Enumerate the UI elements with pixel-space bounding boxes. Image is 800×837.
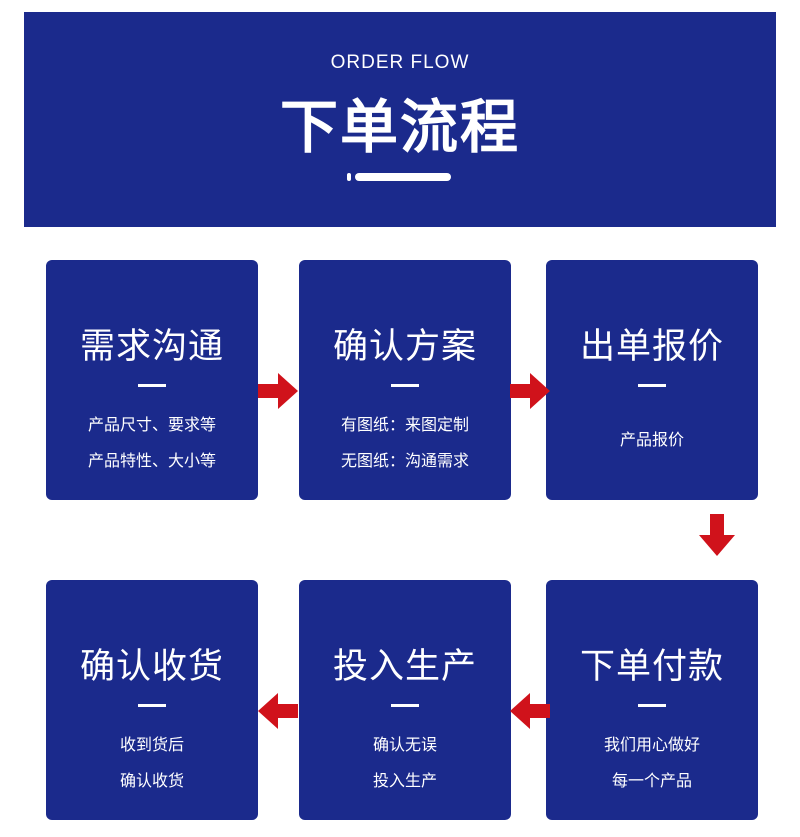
step-divider: [638, 384, 666, 387]
header-subtitle: ORDER FLOW: [330, 52, 470, 73]
step-card-1: 需求沟通 产品尺寸、要求等 产品特性、大小等: [46, 260, 258, 500]
arrow-right-icon: [258, 373, 298, 409]
step-title: 确认方案: [332, 327, 477, 367]
step-card-6: 确认收货 收到货后 确认收货: [46, 580, 258, 820]
step-desc-line: 收到货后: [119, 735, 184, 754]
step-card-4: 下单付款 我们用心做好 每一个产品: [546, 580, 758, 820]
step-divider: [138, 384, 166, 387]
step-divider: [391, 384, 419, 387]
step-title: 投入生产: [332, 647, 477, 687]
step-desc-line: 无图纸：沟通需求: [340, 451, 469, 470]
arrow-left-icon: [510, 693, 550, 729]
header-banner: ORDER FLOW 下单流程: [24, 12, 776, 227]
step-title: 确认收货: [79, 647, 224, 687]
step-desc-line: 有图纸：来图定制: [340, 415, 469, 434]
step-desc-line: 产品报价: [619, 430, 684, 449]
arrow-left-icon: [258, 693, 298, 729]
step-divider: [138, 704, 166, 707]
step-desc-line: 产品特性、大小等: [87, 451, 216, 470]
header-title: 下单流程: [279, 93, 520, 161]
step-desc-line: 确认收货: [119, 771, 184, 790]
arrow-down-icon: [699, 514, 735, 556]
step-card-3: 出单报价 产品报价: [546, 260, 758, 500]
header-bar: [355, 173, 451, 181]
arrow-right-icon: [510, 373, 550, 409]
header-bar-dot: [347, 173, 351, 181]
step-desc-line: 确认无误: [372, 735, 437, 754]
step-desc-line: 投入生产: [372, 771, 437, 790]
step-title: 需求沟通: [79, 327, 224, 367]
step-divider: [638, 704, 666, 707]
step-title: 出单报价: [579, 327, 724, 367]
step-divider: [391, 704, 419, 707]
step-title: 下单付款: [579, 647, 724, 687]
step-desc-line: 每一个产品: [611, 771, 692, 790]
step-desc-line: 产品尺寸、要求等: [87, 415, 216, 434]
step-card-5: 投入生产 确认无误 投入生产: [299, 580, 511, 820]
step-desc-line: 我们用心做好: [603, 735, 700, 754]
step-card-2: 确认方案 有图纸：来图定制 无图纸：沟通需求: [299, 260, 511, 500]
